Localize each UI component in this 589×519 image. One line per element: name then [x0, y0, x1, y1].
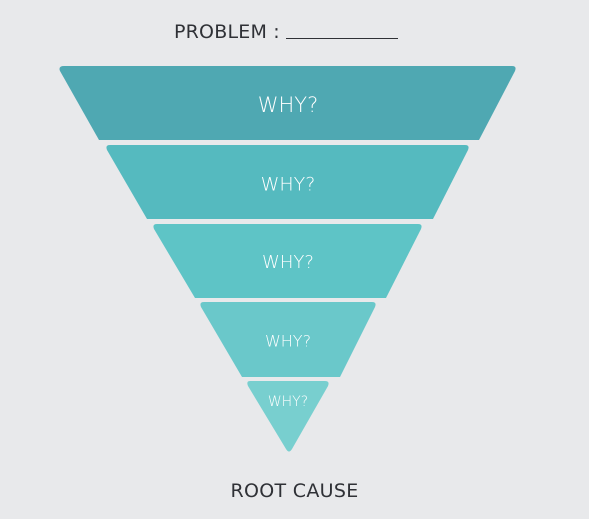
- funnel-tier-3-shape: [153, 224, 422, 298]
- funnel-tier-1-label: WHY?: [258, 93, 319, 117]
- problem-label: PROBLEM :: [174, 21, 280, 43]
- funnel-tier-5-label: WHY?: [268, 394, 308, 410]
- funnel-tier-5-shape: [247, 381, 329, 452]
- root-cause-label: ROOT CAUSE: [230, 480, 359, 502]
- funnel-tier-3: WHY?: [153, 224, 422, 298]
- funnel-tier-1-shape: [59, 66, 516, 140]
- funnel-tier-2: WHY?: [106, 145, 469, 219]
- funnel-tier-4-label: WHY?: [265, 332, 311, 351]
- problem-blank-line: [285, 37, 398, 39]
- funnel-tier-4-shape: [200, 302, 376, 377]
- funnel-tier-2-shape: [106, 145, 469, 219]
- funnel-tier-3-label: WHY?: [262, 252, 314, 273]
- funnel-tier-5: WHY?: [247, 381, 329, 452]
- problem-heading: PROBLEM :: [174, 19, 398, 45]
- funnel-tier-1: WHY?: [59, 66, 516, 140]
- funnel-tier-4: WHY?: [200, 302, 376, 377]
- funnel-tier-2-label: WHY?: [261, 174, 316, 196]
